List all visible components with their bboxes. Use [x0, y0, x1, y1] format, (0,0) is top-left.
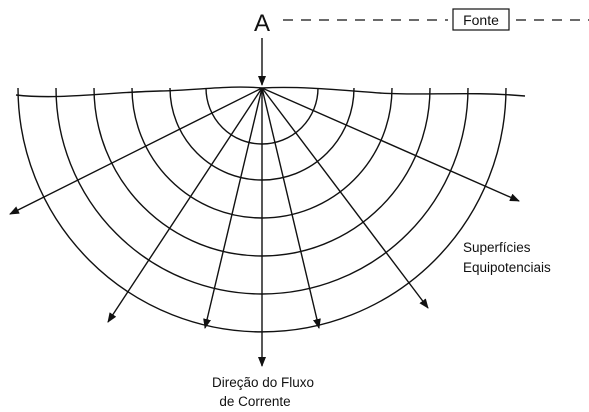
- current-flow-arrow-3: [203, 87, 263, 329]
- point-a-label: A: [254, 10, 270, 37]
- current-flow-arrow-7: [261, 87, 520, 202]
- source-label: Fonte: [463, 12, 499, 28]
- source-box: [452, 8, 510, 31]
- equipotential-label-line2: Equipotenciais: [463, 260, 551, 275]
- current-flow-directions: [9, 87, 520, 367]
- equipotential-label-line1: Superfícies: [463, 240, 531, 255]
- current-flow-label-line2: de Corrente: [219, 394, 290, 409]
- current-flow-label-line1: Direção do Fluxo: [212, 375, 314, 390]
- current-flow-arrow-1: [9, 87, 263, 215]
- current-flow-arrow-5: [261, 87, 321, 329]
- current-flow-arrow-6: [261, 87, 429, 309]
- current-flow-arrow-2: [107, 87, 263, 323]
